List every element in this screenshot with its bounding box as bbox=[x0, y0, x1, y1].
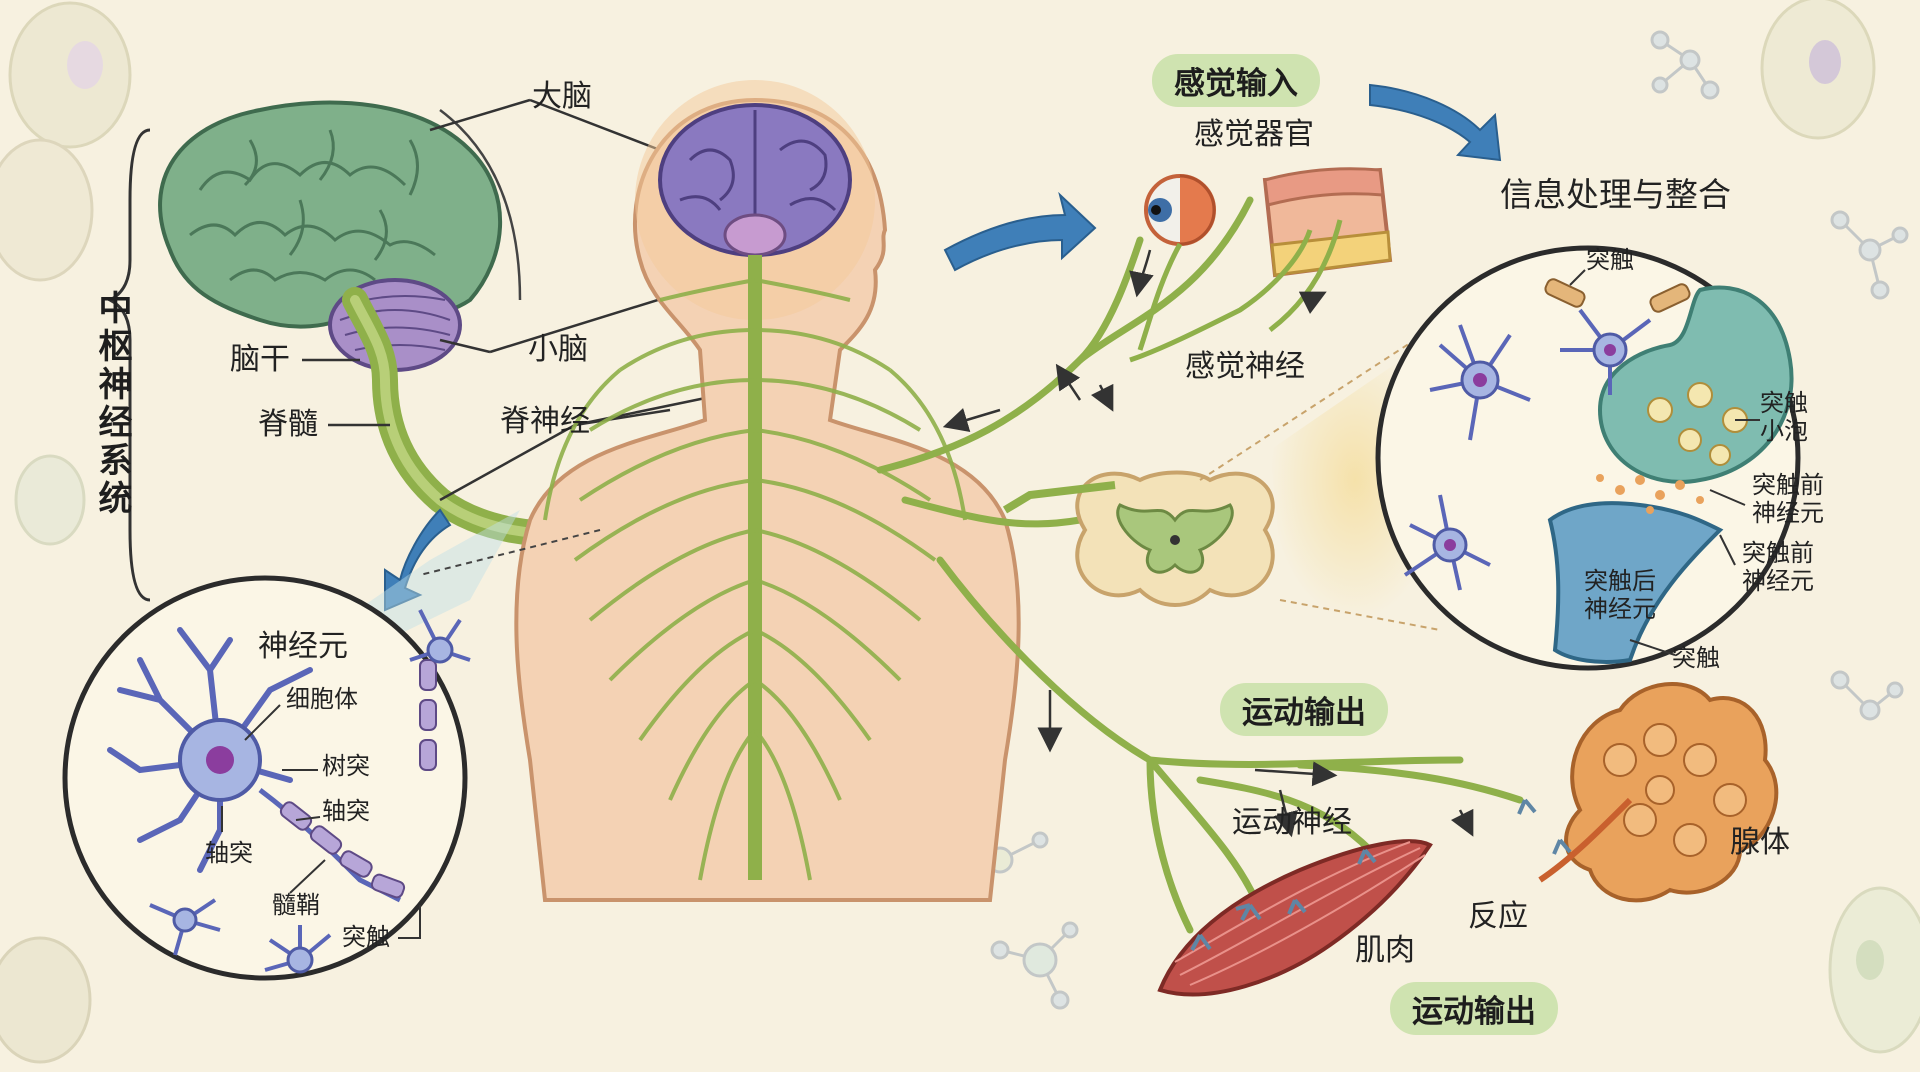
muscle-label: 肌肉 bbox=[1355, 933, 1415, 968]
dendrite-label: 树突 bbox=[322, 752, 370, 780]
reaction-label: 反应 bbox=[1468, 899, 1528, 934]
flow-arrows bbox=[384, 83, 1502, 612]
cerebellum-label: 小脑 bbox=[528, 332, 588, 367]
neuron-magnifier bbox=[62, 510, 601, 981]
soma-label: 细胞体 bbox=[286, 685, 358, 713]
sensory-organs bbox=[1144, 167, 1393, 278]
neuron-title: 神经元 bbox=[258, 629, 348, 664]
processing-title: 信息处理与整合 bbox=[1500, 175, 1731, 214]
cerebrum-label: 大脑 bbox=[532, 79, 592, 114]
presynaptic-label-b: 突触前 神经元 bbox=[1736, 539, 1820, 595]
presynaptic-b-line1: 突触前 bbox=[1742, 539, 1814, 567]
postsynaptic-line1: 突触后 bbox=[1584, 567, 1656, 595]
postsynaptic-label: 突触后 神经元 bbox=[1578, 567, 1662, 623]
presynaptic-a-line1: 突触前 bbox=[1752, 471, 1824, 499]
brain-illustration bbox=[158, 100, 613, 547]
cns-label: 中枢神经系统 bbox=[92, 290, 132, 518]
spinal-nerves-label: 脊神经 bbox=[500, 404, 590, 439]
sensory-organs-label: 感觉器官 bbox=[1194, 117, 1314, 152]
human-body bbox=[514, 80, 1021, 902]
presynaptic-label-a: 突触前 神经元 bbox=[1748, 471, 1828, 527]
vesicle-label: 突触 小泡 bbox=[1752, 389, 1816, 445]
axon-left-label: 轴突 bbox=[205, 839, 253, 867]
gland-label: 腺体 bbox=[1730, 825, 1790, 860]
spinal-cord-label: 脊髓 bbox=[258, 407, 318, 442]
myelin-label: 髓鞘 bbox=[272, 891, 320, 919]
spinal-cross-section bbox=[1002, 470, 1275, 607]
synapse-top-label: 突触 bbox=[1586, 246, 1634, 274]
neuron-synapse-label: 突触 bbox=[342, 923, 390, 951]
axon-right-label: 轴突 bbox=[322, 797, 370, 825]
leader-lines-left bbox=[302, 98, 721, 502]
gland-illustration bbox=[1538, 682, 1779, 903]
vesicle-label-line2: 小泡 bbox=[1760, 416, 1808, 445]
motor-endings bbox=[1190, 798, 1572, 951]
synapse-magnifier bbox=[1375, 245, 1801, 671]
sensory-nerve-label: 感觉神经 bbox=[1185, 349, 1305, 384]
presynaptic-a-line2: 神经元 bbox=[1752, 498, 1824, 527]
vesicle-label-line1: 突触 bbox=[1760, 389, 1808, 417]
synapse-bottom-label: 突触 bbox=[1672, 644, 1720, 672]
motor-output-pill-top: 运动输出 bbox=[1220, 683, 1388, 736]
brainstem-label: 脑干 bbox=[230, 342, 290, 377]
sensory-input-pill: 感觉输入 bbox=[1152, 54, 1320, 107]
cns-bracket bbox=[106, 128, 151, 602]
postsynaptic-line2: 神经元 bbox=[1584, 594, 1656, 623]
presynaptic-b-line2: 神经元 bbox=[1742, 566, 1814, 595]
muscle-illustration bbox=[1157, 839, 1433, 997]
motor-output-pill-bottom: 运动输出 bbox=[1390, 982, 1558, 1035]
motor-nerve-label: 运动神经 bbox=[1232, 805, 1352, 840]
